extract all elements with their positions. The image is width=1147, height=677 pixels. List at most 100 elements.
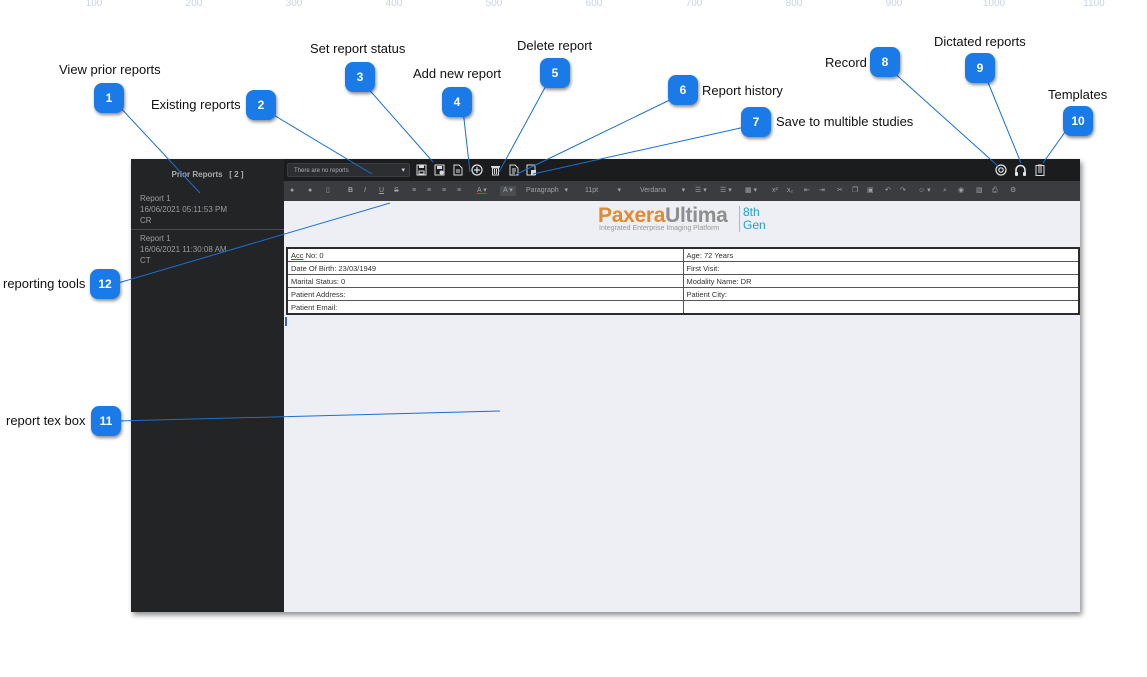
report-icon[interactable] xyxy=(451,164,463,177)
numbered-list-icon[interactable]: ☰ ▾ xyxy=(720,187,732,194)
status-icon[interactable] xyxy=(415,164,427,177)
save-icon[interactable] xyxy=(433,164,445,177)
table-cell: Marital Status: 0 xyxy=(286,274,684,288)
report-text-box[interactable]: PaxeraUltima 8th Gen Integrated Enterpri… xyxy=(284,201,1080,612)
callout-label-delete-report: Delete report xyxy=(517,38,593,53)
templates-icon[interactable] xyxy=(1033,164,1045,177)
callout-badge-8: 8 xyxy=(870,47,900,77)
outdent-icon[interactable]: ⇤ xyxy=(804,187,810,194)
headphones-icon[interactable] xyxy=(1014,164,1026,177)
settings-icon[interactable]: ⚙ xyxy=(1010,187,1017,194)
callout-badge-10: 10 xyxy=(1063,106,1093,136)
callout-badge-11: 11 xyxy=(91,406,121,436)
italic-icon[interactable]: I xyxy=(364,187,366,194)
font-size-value: 11pt xyxy=(585,187,599,194)
align-center-icon[interactable]: ≡ xyxy=(427,187,432,194)
table-cell: First Visit: xyxy=(682,261,1080,275)
prior-report-item[interactable]: Report 1 16/06/2021 11:30:08 AM CT xyxy=(131,229,284,269)
font-family-select[interactable]: Verdana ▾ xyxy=(640,187,686,194)
logo-tagline: Integrated Enterprise Imaging Platform xyxy=(599,225,720,232)
callout-label-save-multiple-studies: Save to multible studies xyxy=(776,114,914,129)
logo-brand-b: Ultima xyxy=(665,204,728,227)
table-cell: Modality Name: DR xyxy=(682,274,1080,288)
align-right-icon[interactable]: ≡ xyxy=(442,187,447,194)
table-row: Acc No: 0 Age: 72 Years xyxy=(286,247,1080,262)
multi-study-icon[interactable] xyxy=(525,164,537,177)
callout-badge-6: 6 xyxy=(668,75,698,105)
record-icon[interactable] xyxy=(995,164,1007,177)
callout-label-existing-reports: Existing reports xyxy=(151,97,241,112)
callout-label-set-report-status: Set report status xyxy=(310,41,406,56)
patient-info-table: Acc No: 0 Age: 72 Years Date Of Birth: 2… xyxy=(286,247,1080,315)
prior-reports-title: Prior Reports [ 2 ] xyxy=(131,170,284,184)
paxera-logo: PaxeraUltima 8th Gen Integrated Enterpri… xyxy=(598,204,778,236)
special-char-icon[interactable]: ☺ ▾ xyxy=(918,187,931,194)
existing-reports-select[interactable]: There are no reports ▾ xyxy=(287,163,410,177)
image-icon[interactable]: ▧ xyxy=(976,187,983,194)
ruler-tick: 100 xyxy=(85,0,103,9)
ruler-tick: 1000 xyxy=(982,0,1006,9)
callout-label-reporting-tools: reporting tools xyxy=(3,276,86,291)
font-color-icon[interactable]: A ▾ xyxy=(477,187,487,194)
table-row: Date Of Birth: 23/03/1949 First Visit: xyxy=(286,261,1080,275)
font-size-select[interactable]: 11pt ▾ xyxy=(585,187,622,194)
cut-icon[interactable]: ✂ xyxy=(837,187,843,194)
redo-icon[interactable]: ↷ xyxy=(900,187,906,194)
text-cursor xyxy=(285,317,287,326)
subscript-icon[interactable]: x₂ xyxy=(787,187,794,194)
table-row: Patient Address: Patient City: xyxy=(286,287,1080,301)
preview-icon[interactable]: ◉ xyxy=(958,187,965,194)
paragraph-format-select[interactable]: Paragraph ▾ xyxy=(526,187,569,194)
callout-badge-3: 3 xyxy=(345,62,375,92)
table-cell: Patient Email: xyxy=(286,300,684,315)
report-modality: CR xyxy=(140,216,152,225)
ruler-tick: 500 xyxy=(485,0,503,9)
undo-icon[interactable]: ↶ xyxy=(885,187,891,194)
paragraph-format-value: Paragraph xyxy=(526,187,559,194)
user-icon[interactable]: ● xyxy=(290,187,295,194)
acc-no-value: No: 0 xyxy=(303,250,324,260)
callout-label-record: Record xyxy=(825,55,867,70)
align-left-icon[interactable]: ≡ xyxy=(412,187,417,194)
ruler-tick: 1100 xyxy=(1083,0,1105,9)
table-cell: Age: 72 Years xyxy=(682,247,1080,262)
table-icon[interactable]: ▦ ▾ xyxy=(745,187,758,194)
bold-icon[interactable]: B xyxy=(348,187,354,194)
copy-icon[interactable]: ❐ xyxy=(852,187,859,194)
print-icon[interactable]: ⎙ xyxy=(992,187,998,194)
table-row: Patient Email: xyxy=(286,300,1080,315)
underline-icon[interactable]: U xyxy=(379,187,385,194)
superscript-icon[interactable]: x² xyxy=(772,187,778,194)
ruler-tick: 300 xyxy=(285,0,303,9)
delete-report-icon[interactable] xyxy=(489,164,501,177)
strikethrough-icon[interactable]: S xyxy=(394,187,399,194)
paste-icon[interactable]: ▣ xyxy=(867,187,874,194)
table-row: Marital Status: 0 Modality Name: DR xyxy=(286,274,1080,288)
bullet-list-icon[interactable]: ☰ ▾ xyxy=(695,187,707,194)
prior-reports-label: Prior Reports xyxy=(171,170,223,179)
user-settings-icon[interactable]: ● xyxy=(308,187,313,194)
add-report-icon[interactable] xyxy=(471,164,483,177)
callout-line xyxy=(984,74,1022,164)
callout-label-view-prior-reports: View prior reports xyxy=(59,62,161,77)
highlight-color-icon[interactable]: A ▾ xyxy=(500,186,516,196)
align-justify-icon[interactable]: ≡ xyxy=(457,187,462,194)
existing-reports-value: There are no reports xyxy=(294,168,349,174)
report-modality: CT xyxy=(140,256,151,265)
ruler-tick: 900 xyxy=(885,0,903,9)
table-cell: Date Of Birth: 23/03/1949 xyxy=(286,261,684,275)
font-family-value: Verdana xyxy=(640,187,667,194)
find-icon[interactable]: ⌕ xyxy=(943,187,947,194)
table-cell: Acc No: 0 xyxy=(286,247,684,262)
prior-report-item[interactable]: Report 1 16/06/2021 05:11:53 PM CR xyxy=(131,184,284,229)
indent-icon[interactable]: ⇥ xyxy=(819,187,825,194)
ruler: 100 200 300 400 500 600 700 800 900 1000… xyxy=(0,0,1147,9)
history-icon[interactable] xyxy=(507,164,519,177)
document-icon[interactable]: ▯ xyxy=(326,187,330,194)
ruler-tick: 800 xyxy=(785,0,803,9)
ruler-tick: 700 xyxy=(685,0,703,9)
report-name: Report 1 xyxy=(140,194,171,203)
chevron-down-icon: ▾ xyxy=(401,167,405,174)
ruler-tick: 400 xyxy=(385,0,403,9)
callout-label-report-text-box: report tex box xyxy=(6,413,86,428)
